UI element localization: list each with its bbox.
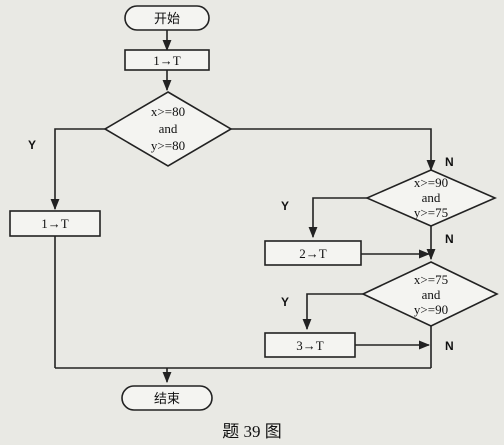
arrow-d3-yes xyxy=(302,293,363,331)
figure-caption: 题 39 图 xyxy=(222,422,282,441)
decision-3: x>=75 and y>=90 xyxy=(361,261,499,327)
arrow-d2-yes xyxy=(308,197,367,239)
decision-2-line3: y>=75 xyxy=(414,205,448,220)
start-terminal: 开始 xyxy=(124,5,210,31)
branch-label-d3-no: N xyxy=(445,339,454,353)
decision-3-line1: x>=75 xyxy=(414,272,448,287)
decision-3-line3: y>=90 xyxy=(414,302,448,317)
start-label: 开始 xyxy=(154,11,180,26)
arrow-d1-no xyxy=(231,128,436,172)
decision-2-line2: and xyxy=(422,190,441,205)
decision-2: x>=90 and y>=75 xyxy=(365,169,497,227)
process-init: 1→T xyxy=(124,49,210,71)
decision-1: x>=80 and y>=80 xyxy=(103,91,233,167)
branch-label-d1-no: N xyxy=(445,155,454,169)
process-2-label: 2→T xyxy=(299,246,327,261)
connectors xyxy=(50,30,436,384)
branch-label-d2-no: N xyxy=(445,232,454,246)
end-terminal: 结束 xyxy=(121,385,213,411)
process-3-label: 3→T xyxy=(296,338,324,353)
decision-3-line2: and xyxy=(422,287,441,302)
decision-1-line2: and xyxy=(159,121,178,136)
branch-label-d1-yes: Y xyxy=(28,138,36,152)
process-3: 3→T xyxy=(264,332,356,358)
decision-2-line1: x>=90 xyxy=(414,175,448,190)
arrow-d1-yes xyxy=(50,128,105,211)
process-2: 2→T xyxy=(264,240,362,266)
branch-label-d2-yes: Y xyxy=(281,199,289,213)
decision-1-line1: x>=80 xyxy=(151,104,185,119)
end-label: 结束 xyxy=(154,391,180,406)
branch-label-d3-yes: Y xyxy=(281,295,289,309)
process-init-label: 1→T xyxy=(153,53,181,68)
process-left: 1→T xyxy=(9,210,101,237)
decision-1-line3: y>=80 xyxy=(151,138,185,153)
process-left-label: 1→T xyxy=(41,216,69,231)
